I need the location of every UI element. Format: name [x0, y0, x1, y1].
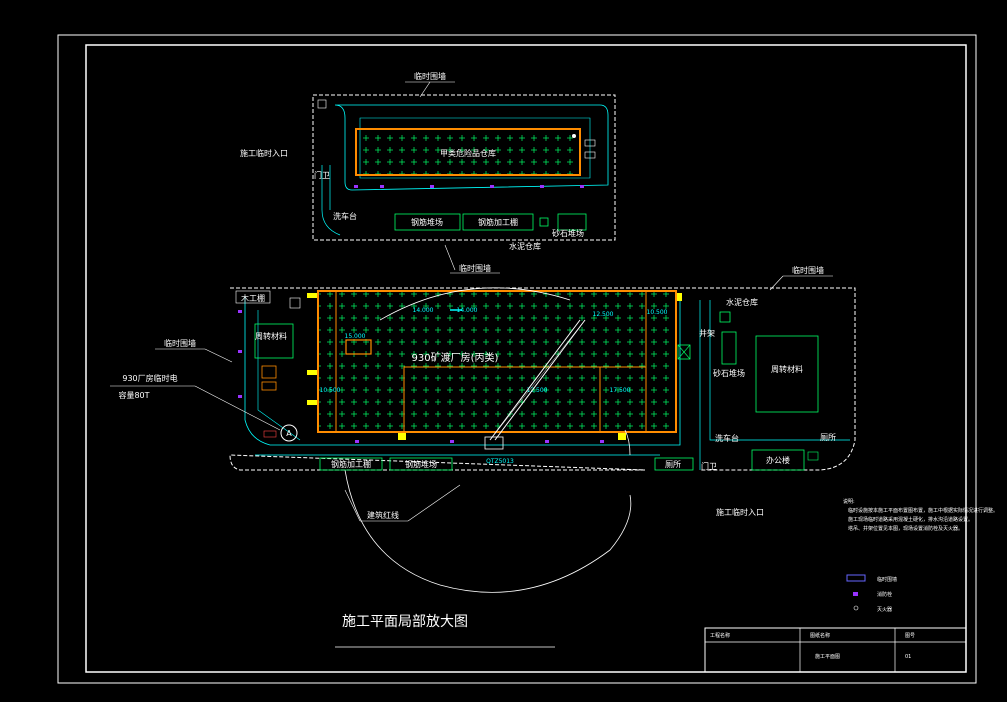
main-building	[317, 290, 677, 433]
office-label: 办公楼	[766, 455, 790, 465]
rebar-shed-upper-label: 钢筋加工棚	[478, 217, 518, 227]
rebar-yard-lower-label: 钢筋堆场	[405, 459, 437, 469]
temp-wall-top-label: 临时围墙	[414, 71, 446, 81]
substation-line2: 容量80T	[118, 390, 149, 400]
outer-border	[57, 34, 977, 684]
upper-site: 甲类危险品仓库 钢筋堆场 钢筋加工棚 砂石堆场 水泥仓库 洗车台 门卫 施工临时…	[240, 71, 616, 274]
car-wash-lower-label: 洗车台	[715, 433, 739, 443]
rebar-yard-upper-label: 钢筋堆场	[411, 217, 443, 227]
car-wash-upper-label: 洗车台	[333, 211, 357, 221]
cement-store-upper-label: 水泥仓库	[509, 241, 541, 251]
gate-guard-upper-label: 门卫	[314, 170, 330, 180]
elev-6: 10.500	[320, 387, 341, 394]
hazardous-warehouse	[355, 128, 581, 176]
elev-3: 14.000	[457, 307, 478, 314]
notes-heading: 说明:	[843, 498, 855, 505]
wood-shed-label: 木工棚	[241, 293, 265, 303]
title-block-cell-1: 工程名称	[710, 632, 730, 639]
elev-4: 12.500	[593, 311, 614, 318]
lower-road	[244, 296, 681, 446]
cement-store-lower-label: 水泥仓库	[726, 297, 758, 307]
turnover-left-label: 周转材料	[255, 331, 287, 341]
wood-shed	[235, 290, 271, 304]
title-block-cell-2: 图纸名称	[810, 632, 830, 639]
office-building	[751, 449, 805, 471]
title-block: 工程名称 图纸名称 图号 施工平面图 01	[704, 627, 967, 673]
rebar-shed-lower	[319, 457, 383, 471]
upper-site-boundary	[312, 94, 616, 241]
turnover-right-label: 周转材料	[771, 364, 803, 374]
elev-5: 10.500	[647, 309, 668, 316]
notes: 说明: 临时设施按本施工平面布置图布置，施工中根据实际情况进行调整。 施工现场临…	[843, 498, 998, 532]
rebar-yard-lower	[389, 457, 453, 471]
entrance-lower-label: 施工临时入口	[716, 507, 764, 517]
warehouse-label: 甲类危险品仓库	[440, 148, 496, 158]
hoist-label: 井架	[699, 328, 715, 338]
elev-7: 12.500	[527, 387, 548, 394]
title-block-cell-5: 01	[905, 654, 911, 660]
entrance-upper-label: 施工临时入口	[240, 148, 288, 158]
legend-hydrant-label: 消防栓	[877, 591, 892, 598]
lower-site: 930矿渡厂房(丙类) 15.000 14.000 14.000 12.500 …	[110, 265, 856, 593]
legend: 临时围墙 消防栓 灭火器	[846, 574, 897, 613]
legend-extinguisher-label: 灭火器	[877, 607, 892, 613]
temp-wall-left-label: 临时围墙	[164, 338, 196, 348]
gate-guard-lower-label: 门卫	[701, 461, 717, 471]
lower-site-boundary	[229, 287, 856, 471]
rebar-shed-lower-label: 钢筋加工棚	[331, 459, 371, 469]
toilet-top-label: 厕所	[820, 432, 836, 442]
marker-a: A	[286, 429, 292, 438]
main-building-label: 930矿渡厂房(丙类)	[412, 351, 499, 364]
temp-wall-bottom-label: 临时围墙	[459, 263, 491, 273]
substation-line1: 930厂房临时电	[122, 373, 177, 383]
elev-2: 14.000	[413, 307, 434, 314]
tower-crane: QTZ5013	[344, 287, 632, 593]
temp-wall-right-label: 临时围墙	[792, 265, 824, 275]
red-line-label: 建筑红线	[367, 510, 399, 520]
elev-8: 17.500	[610, 387, 631, 394]
notes-line-3: 塔吊、井架位置见本图，现场设置消防栓及灭火器。	[848, 525, 963, 532]
drawing-title: 施工平面局部放大图	[342, 614, 468, 630]
sand-yard-upper-label: 砂石堆场	[552, 228, 584, 238]
title-block-cell-4: 施工平面图	[815, 653, 840, 660]
inner-border	[85, 44, 967, 673]
turnover-left	[254, 323, 294, 359]
rebar-yard-upper	[394, 213, 461, 231]
rebar-shed-upper	[462, 213, 534, 231]
toilet-bottom-label: 厕所	[665, 459, 681, 469]
title-block-cell-3: 图号	[905, 633, 915, 639]
notes-line-1: 临时设施按本施工平面布置图布置，施工中根据实际情况进行调整。	[848, 507, 998, 514]
elev-1: 15.000	[345, 333, 366, 340]
turnover-right	[755, 335, 819, 413]
crane-label: QTZ5013	[486, 458, 514, 465]
sand-yard-lower-label: 砂石堆场	[713, 368, 745, 378]
upper-road	[334, 104, 609, 191]
notes-line-2: 施工现场临时道路采用混凝土硬化，排水沟沿道路设置。	[848, 516, 973, 523]
legend-wall-label: 临时围墙	[877, 576, 897, 583]
